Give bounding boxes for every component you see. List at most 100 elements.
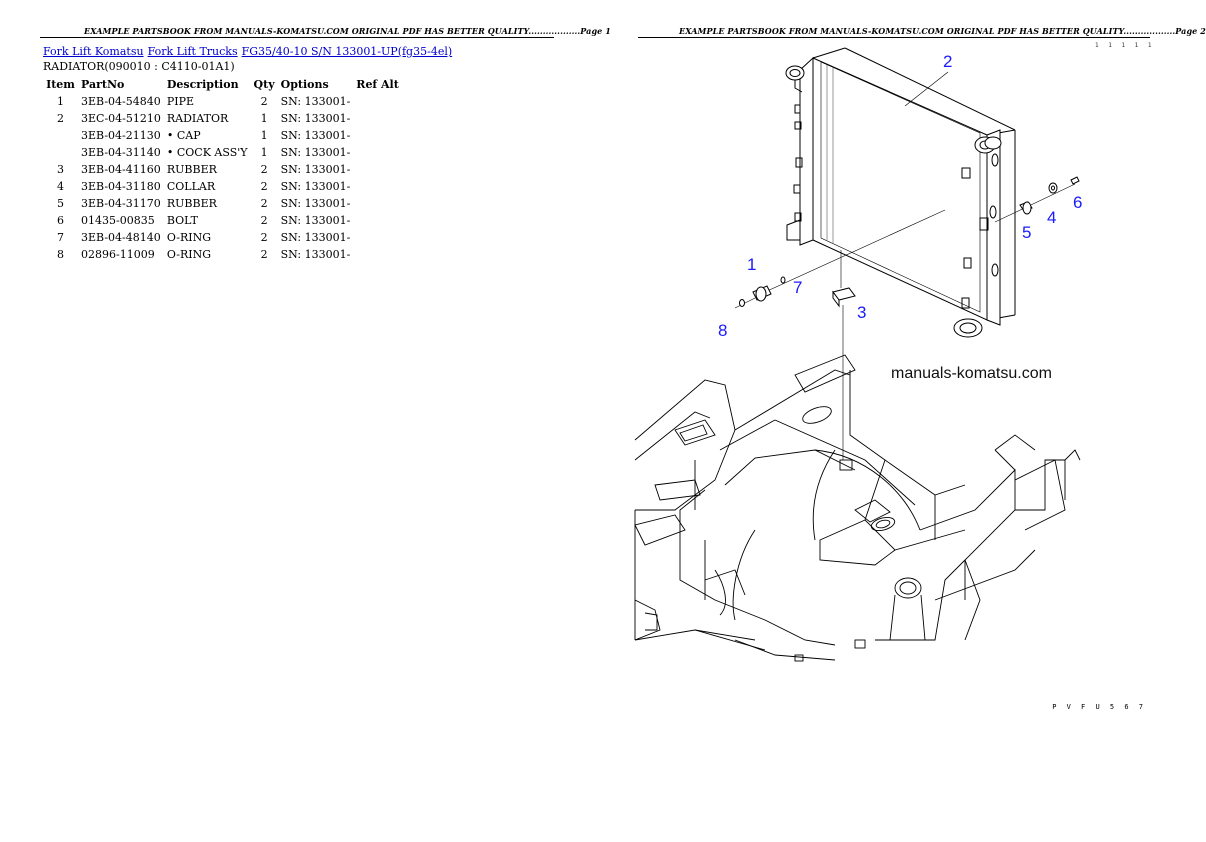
cell-partno: 3EB-04-21130 [81, 129, 161, 142]
breadcrumb-link-model[interactable]: FG35/40-10 S/N 133001-UP(fg35-4el) [241, 45, 453, 58]
drawing-top-code: 1 1 1 1 1 [1095, 42, 1155, 49]
section-title: RADIATOR(090010 : C4110-01A1) [43, 60, 235, 73]
cell-qty: 2 [260, 180, 268, 193]
cell-partno: 02896-11009 [81, 248, 155, 261]
header-partno: PartNo [81, 78, 125, 91]
table-row: 6 01435-00835 BOLT 2 SN: 133001- [43, 212, 402, 229]
radiator-exploded-diagram: 2 6 4 5 1 7 3 8 manuals-komatsu.com [634, 47, 1082, 662]
cell-refalt [353, 93, 402, 110]
cell-item: 1 [57, 95, 64, 108]
callout-8: 8 [718, 321, 727, 340]
header-divider [40, 37, 554, 38]
breadcrumb-link-fork-lift-komatsu[interactable]: Fork Lift Komatsu [43, 45, 144, 58]
cell-qty: 2 [260, 163, 268, 176]
header-refalt: Ref Alt [356, 78, 399, 91]
cell-description: RADIATOR [166, 112, 229, 125]
header-divider [638, 37, 1150, 38]
callout-6: 6 [1073, 193, 1082, 212]
page-2: EXAMPLE PARTSBOOK FROM MANUALS-KOMATSU.C… [595, 0, 1206, 842]
breadcrumb-link-fork-lift-trucks[interactable]: Fork Lift Trucks [147, 45, 238, 58]
cell-partno: 01435-00835 [81, 214, 155, 227]
radiator-illustration [785, 47, 1016, 338]
cell-partno: 3EB-04-48140 [81, 231, 161, 244]
cell-options: SN: 133001- [280, 146, 351, 159]
cell-partno: 3EC-04-51210 [81, 112, 161, 125]
callout-7: 7 [793, 278, 802, 297]
cell-partno: 3EB-04-54840 [81, 95, 161, 108]
callout-5: 5 [1022, 223, 1031, 242]
cell-description: RUBBER [166, 163, 217, 176]
parts-table: Item PartNo Description Qty Options Ref … [43, 76, 402, 263]
cell-description: PIPE [166, 95, 195, 108]
header-description: Description [166, 78, 239, 91]
chassis-frame-illustration [634, 354, 1081, 662]
table-row: 1 3EB-04-54840 PIPE 2 SN: 133001- [43, 93, 402, 110]
cell-qty: 2 [260, 214, 268, 227]
cell-options: SN: 133001- [280, 197, 351, 210]
cell-refalt [353, 212, 402, 229]
cell-item: 8 [57, 248, 64, 261]
header-qty: Qty [253, 78, 275, 91]
cell-partno: 3EB-04-31180 [81, 180, 161, 193]
cell-item: 2 [57, 112, 64, 125]
cell-description: O-RING [166, 231, 212, 244]
cell-refalt [353, 144, 402, 161]
cell-item: 7 [57, 231, 64, 244]
callout-3: 3 [857, 303, 866, 322]
cell-qty: 2 [260, 231, 268, 244]
cell-partno: 3EB-04-31170 [81, 197, 161, 210]
table-row: 2 3EC-04-51210 RADIATOR 1 SN: 133001- [43, 110, 402, 127]
cell-options: SN: 133001- [280, 180, 351, 193]
cell-description: • COCK ASS'Y [166, 146, 248, 159]
header-item: Item [46, 78, 75, 91]
cell-qty: 2 [260, 95, 268, 108]
rubber-pad-illustration [832, 250, 856, 460]
page-header: EXAMPLE PARTSBOOK FROM MANUALS-KOMATSU.C… [679, 26, 1206, 36]
callout-1: 1 [747, 255, 756, 274]
cell-item: 3 [57, 163, 64, 176]
cell-options: SN: 133001- [280, 129, 351, 142]
mount-parts-illustration [994, 176, 1080, 223]
table-row: 3 3EB-04-41160 RUBBER 2 SN: 133001- [43, 161, 402, 178]
table-row: 3EB-04-21130 • CAP 1 SN: 133001- [43, 127, 402, 144]
cell-description: COLLAR [166, 180, 216, 193]
table-row: 5 3EB-04-31170 RUBBER 2 SN: 133001- [43, 195, 402, 212]
cell-qty: 1 [260, 146, 268, 159]
page-1: EXAMPLE PARTSBOOK FROM MANUALS-KOMATSU.C… [0, 0, 611, 842]
table-row: 4 3EB-04-31180 COLLAR 2 SN: 133001- [43, 178, 402, 195]
cell-refalt [353, 178, 402, 195]
pipe-illustration [734, 209, 946, 309]
table-row: 7 3EB-04-48140 O-RING 2 SN: 133001- [43, 229, 402, 246]
cell-item: 6 [57, 214, 64, 227]
cell-description: O-RING [166, 248, 212, 261]
cell-item: 4 [57, 180, 64, 193]
cell-options: SN: 133001- [280, 231, 351, 244]
cell-refalt [353, 110, 402, 127]
cell-refalt [353, 127, 402, 144]
table-row: 3EB-04-31140 • COCK ASS'Y 1 SN: 133001- [43, 144, 402, 161]
table-row: 8 02896-11009 O-RING 2 SN: 133001- [43, 246, 402, 263]
cell-partno: 3EB-04-41160 [81, 163, 161, 176]
cell-description: BOLT [166, 214, 198, 227]
cell-refalt [353, 195, 402, 212]
cell-description: • CAP [166, 129, 201, 142]
cell-qty: 1 [260, 112, 268, 125]
cell-qty: 2 [260, 248, 268, 261]
cell-description: RUBBER [166, 197, 217, 210]
cell-item [43, 127, 78, 144]
cell-item: 5 [57, 197, 64, 210]
cell-qty: 2 [260, 197, 268, 210]
cell-refalt [353, 246, 402, 263]
cell-refalt [353, 161, 402, 178]
callout-4: 4 [1047, 208, 1056, 227]
drawing-code: P V F U 5 6 7 [1052, 703, 1146, 711]
cell-partno: 3EB-04-31140 [81, 146, 161, 159]
watermark-text: manuals-komatsu.com [891, 365, 1052, 382]
callout-2: 2 [943, 52, 952, 71]
cell-options: SN: 133001- [280, 214, 351, 227]
cell-options: SN: 133001- [280, 112, 351, 125]
cell-item [43, 144, 78, 161]
cell-options: SN: 133001- [280, 248, 351, 261]
cell-refalt [353, 229, 402, 246]
